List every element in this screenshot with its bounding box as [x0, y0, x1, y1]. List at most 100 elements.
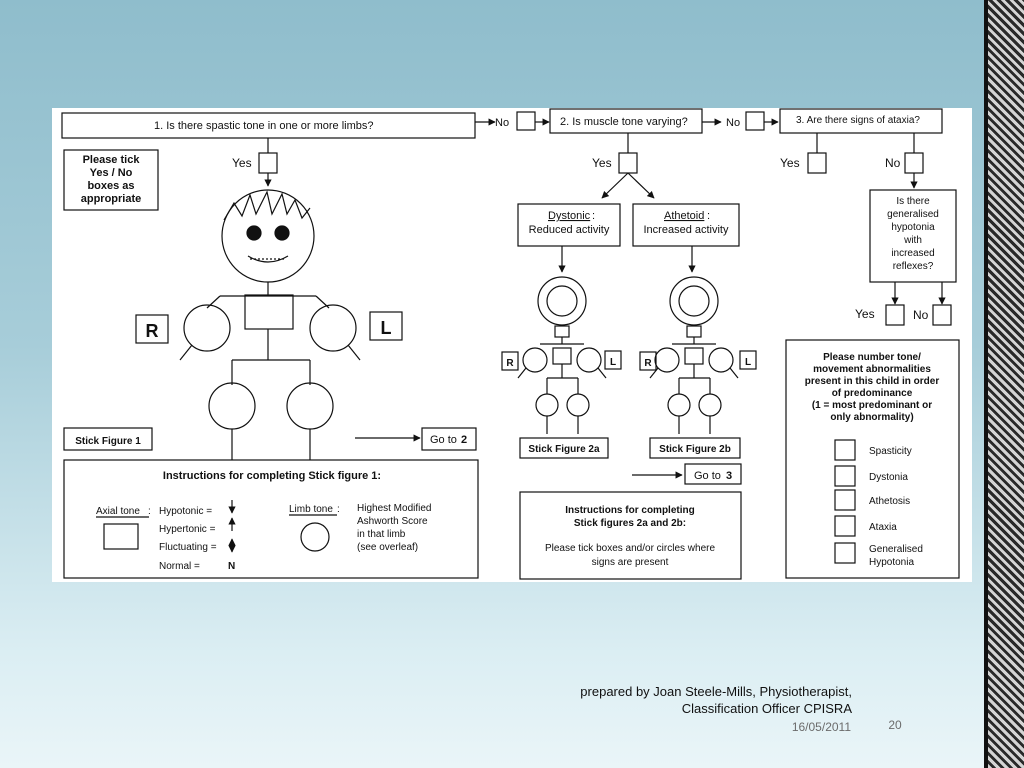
question-2-text: 2. Is muscle tone varying? [560, 116, 688, 128]
question-1-text: 1. Is there spastic tone in one or more … [154, 120, 374, 132]
limb-tone-symbol [300, 522, 330, 552]
limb-desc-line-4: (see overleaf) [357, 542, 418, 553]
fig2a-left-label: L [610, 357, 616, 368]
stick-figure-2b-head-outer[interactable] [669, 276, 719, 326]
stick-figure-1-left-arm[interactable] [309, 304, 357, 352]
axial-item-fluctuating: Fluctuating = [159, 542, 217, 553]
q2-no-label: No [726, 117, 740, 129]
hypotonia-q-line-1: Is there [896, 196, 930, 207]
normal-symbol: N [228, 561, 235, 572]
stick-figure-2b-axial-box[interactable] [684, 347, 704, 365]
rank-box-dystonia[interactable] [834, 465, 856, 487]
tick-note-line-3: boxes as [87, 180, 134, 192]
tick-instruction-box [63, 149, 159, 211]
athetoid-desc: Increased activity [644, 224, 729, 236]
left-side-label: L [381, 318, 392, 338]
dystonic-desc: Reduced activity [529, 224, 610, 236]
instructions-2-body-line-1: Please tick boxes and/or circles where [545, 543, 716, 554]
fig2b-left-checkbox[interactable] [739, 350, 757, 370]
stick-figure-2b-right-leg[interactable] [667, 393, 691, 417]
q1-no-checkbox[interactable] [516, 111, 536, 131]
hypotonia-q-line-3: hypotonia [891, 222, 935, 233]
q3-no-checkbox[interactable] [904, 152, 924, 174]
rank-label-ataxia: Ataxia [869, 522, 897, 533]
stick-figure-2a-label-box [519, 437, 609, 459]
stick-figure-1-label: Stick Figure 1 [75, 436, 141, 447]
stick-figure-1-right-leg[interactable] [208, 382, 256, 430]
q1-yes-label: Yes [232, 156, 252, 170]
stick-figure-1-right-arm[interactable] [183, 304, 231, 352]
fig2a-right-checkbox[interactable] [501, 351, 519, 371]
decorative-edge [984, 0, 1024, 768]
axial-tone-symbol [103, 523, 139, 550]
question-2-box [549, 108, 703, 134]
hypotonia-yes-checkbox[interactable] [885, 304, 905, 326]
stick-figure-2b-left-arm[interactable] [708, 347, 734, 373]
athetoid-colon: : [707, 210, 710, 222]
axial-item-hypotonic: Hypotonic = [159, 506, 212, 517]
footer-date: 16/05/2011 [791, 720, 851, 734]
axial-tone-colon: : [148, 506, 151, 517]
hypotonia-no-checkbox[interactable] [932, 304, 952, 326]
fig2a-right-label: R [506, 358, 514, 369]
rank-title-line-5: (1 = most predominant or [812, 400, 932, 411]
stick-figure-2b [649, 276, 739, 434]
flowchart-svg: 1. Is there spastic tone in one or more … [61, 108, 960, 580]
q2-no-checkbox[interactable] [745, 111, 765, 131]
stick-figure-1-left-leg[interactable] [286, 382, 334, 430]
rank-label-hypotonia: Hypotonia [869, 557, 914, 568]
go-to-2-number: 2 [461, 434, 467, 446]
hypotonia-q-line-5: increased [891, 248, 934, 259]
fig2b-right-checkbox[interactable] [639, 351, 657, 371]
rank-box-ataxia[interactable] [834, 515, 856, 537]
stick-figure-2b-right-arm[interactable] [654, 347, 680, 373]
stick-figure-2a-right-leg[interactable] [535, 393, 559, 417]
stick-figure-2b-label: Stick Figure 2b [659, 444, 731, 455]
hypotonia-question-box [869, 189, 957, 283]
stick-figure-1-axial-box[interactable] [244, 294, 294, 330]
q2-yes-label: Yes [592, 156, 612, 170]
dystonic-box [517, 203, 621, 247]
stick-figure-2b-left-leg[interactable] [698, 393, 722, 417]
stick-figure-2a-left-arm[interactable] [576, 347, 602, 373]
right-side-label: R [146, 321, 159, 341]
tick-note-line-1: Please tick [83, 154, 141, 166]
rank-box-athetosis[interactable] [834, 489, 856, 511]
instructions-2-title-line-1: Instructions for completing [565, 505, 694, 516]
left-side-label-box [369, 311, 403, 341]
rank-title-line-3: present in this child in order [805, 376, 940, 387]
rank-box-spasticity[interactable] [834, 439, 856, 461]
tick-note-line-4: appropriate [81, 193, 142, 205]
limb-desc-line-3: in that limb [357, 529, 406, 540]
stick-figure-2a-head-outer[interactable] [537, 276, 587, 326]
fig2a-left-checkbox[interactable] [604, 350, 622, 370]
instructions-2-title-line-2: Stick figures 2a and 2b: [574, 518, 686, 529]
go-to-3-label: Go to [694, 470, 721, 482]
stick-figure-2a-left-leg[interactable] [566, 393, 590, 417]
q3-yes-checkbox[interactable] [807, 152, 827, 174]
rank-box-hypotonia[interactable] [834, 542, 856, 564]
limb-desc-line-2: Ashworth Score [357, 516, 428, 527]
question-3-text: 3. Are there signs of ataxia? [796, 115, 920, 126]
tick-note-line-2: Yes / No [90, 167, 133, 179]
hypotonia-no-label: No [913, 308, 929, 322]
stick-figure-2a-axial-box[interactable] [552, 347, 572, 365]
rank-title-line-4: of predominance [832, 388, 913, 399]
stick-figure-1-label-box [63, 427, 153, 451]
rank-title-line-6: only abnormality) [830, 412, 913, 423]
page-number: 20 [888, 718, 902, 732]
q1-yes-checkbox[interactable] [258, 152, 278, 174]
stick-figure-2a-right-arm[interactable] [522, 347, 548, 373]
go-to-2-box [421, 427, 477, 451]
limb-desc-line-1: Highest Modified [357, 503, 431, 514]
fig2b-left-label: L [745, 357, 751, 368]
rank-label-dystonia: Dystonia [869, 472, 908, 483]
stick-figure-2a [517, 276, 607, 434]
athetoid-title: Athetoid [664, 210, 704, 222]
dystonic-colon: : [592, 210, 595, 222]
axial-tone-label: Axial tone [96, 506, 140, 517]
dystonic-title: Dystonic [548, 210, 591, 222]
hypotonia-q-line-6: reflexes? [893, 261, 934, 272]
q2-yes-checkbox[interactable] [618, 152, 638, 174]
fig2b-right-label: R [644, 358, 652, 369]
